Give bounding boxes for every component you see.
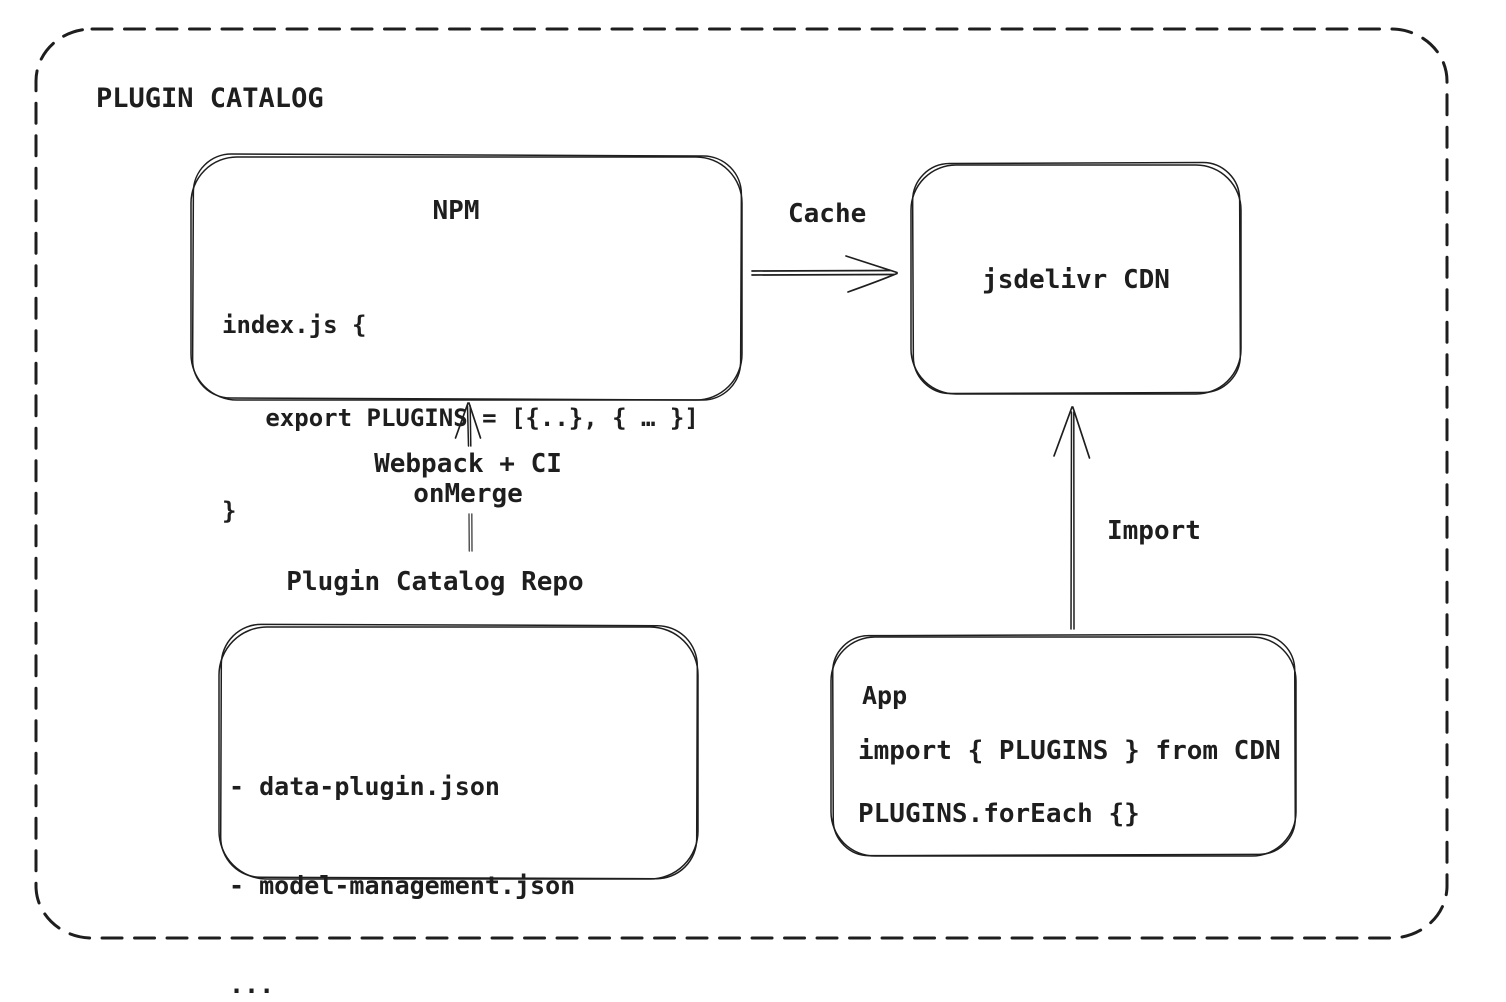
repo-file-list: - data-plugin.json - model-management.js… xyxy=(229,704,575,1002)
npm-code-line: export PLUGINS = [{..}, { … }] xyxy=(222,404,699,432)
repo-file-item: - data-plugin.json xyxy=(229,772,500,801)
cdn-node-label: jsdelivr CDN xyxy=(982,265,1170,295)
plugin-catalog-frame xyxy=(34,27,1449,940)
app-code-line: PLUGINS.forEach {} xyxy=(858,799,1140,829)
arrow-import xyxy=(1053,406,1091,630)
npm-node-title: NPM xyxy=(432,196,480,226)
cache-edge-label: Cache xyxy=(788,199,867,229)
repo-file-item: - model-management.json xyxy=(229,871,576,900)
npm-code-line: index.js { xyxy=(222,311,367,339)
arrow-cache xyxy=(751,255,898,293)
npm-code-line: } xyxy=(222,497,237,525)
diagram-title: PLUGIN CATALOG xyxy=(96,83,324,114)
arrow-build xyxy=(454,402,482,552)
node-repo-box xyxy=(218,623,699,880)
repo-file-item: ... xyxy=(229,970,275,999)
build-edge-label-line1: Webpack + CI xyxy=(374,449,562,479)
build-edge-label-line2: onMerge xyxy=(413,479,523,509)
npm-code-block: index.js { export PLUGINS = [{..}, { … }… xyxy=(222,248,699,589)
import-edge-label: Import xyxy=(1107,516,1201,546)
node-npm-box xyxy=(190,153,743,401)
repo-node-title: Plugin Catalog Repo xyxy=(286,567,584,597)
app-code-line: import { PLUGINS } from CDN xyxy=(858,736,1281,766)
app-node-title: App xyxy=(862,681,908,710)
node-app-box xyxy=(830,633,1297,857)
node-cdn-box xyxy=(910,161,1242,395)
